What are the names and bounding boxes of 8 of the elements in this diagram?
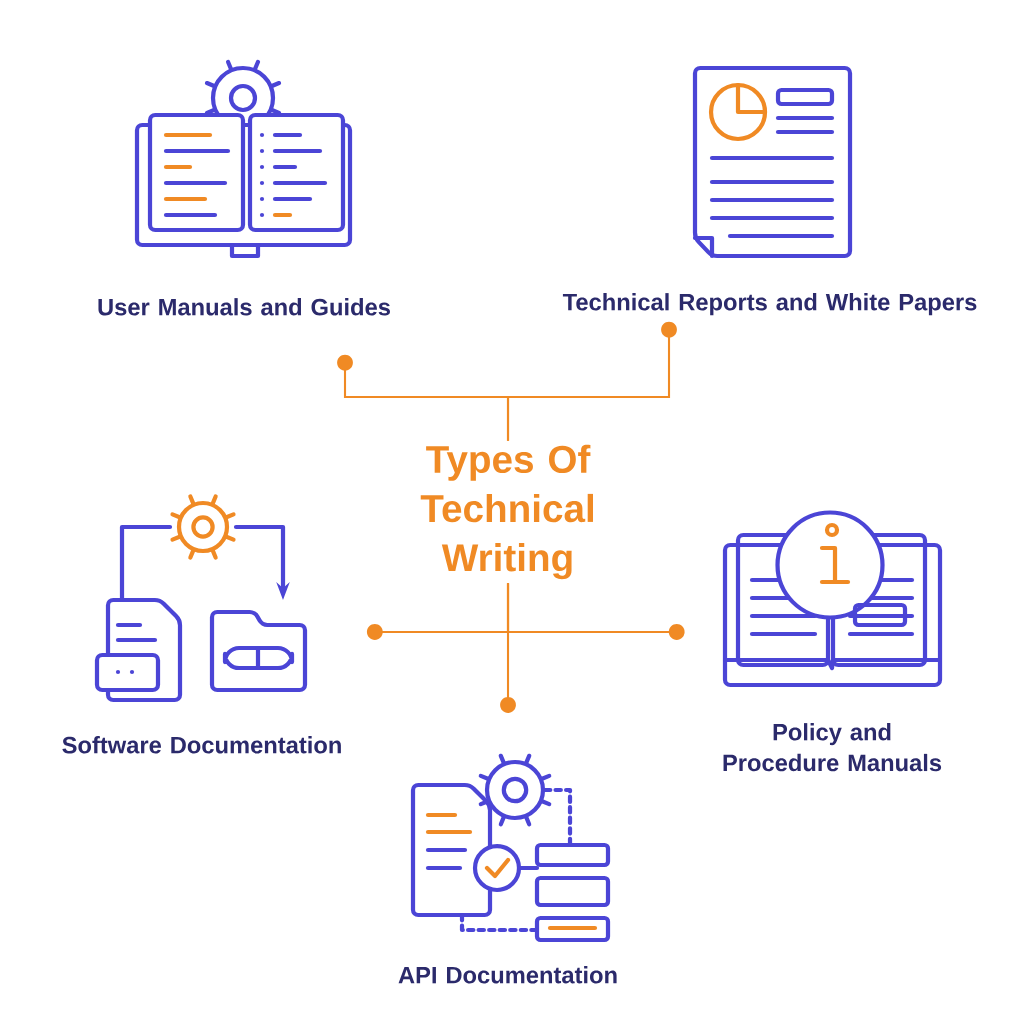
category-label: Software Documentation: [62, 736, 341, 754]
connector-line: [500, 583, 516, 713]
category-label: Technical Reports and White Papers: [562, 293, 977, 316]
category-label: API Documentation: [398, 966, 617, 984]
category-label: Policy and Procedure Manuals: [723, 723, 942, 772]
connector-line: [506, 321, 677, 441]
center-heading: Types Of Technical Writing: [420, 444, 593, 580]
category-label: User Manuals and Guides: [98, 298, 390, 316]
